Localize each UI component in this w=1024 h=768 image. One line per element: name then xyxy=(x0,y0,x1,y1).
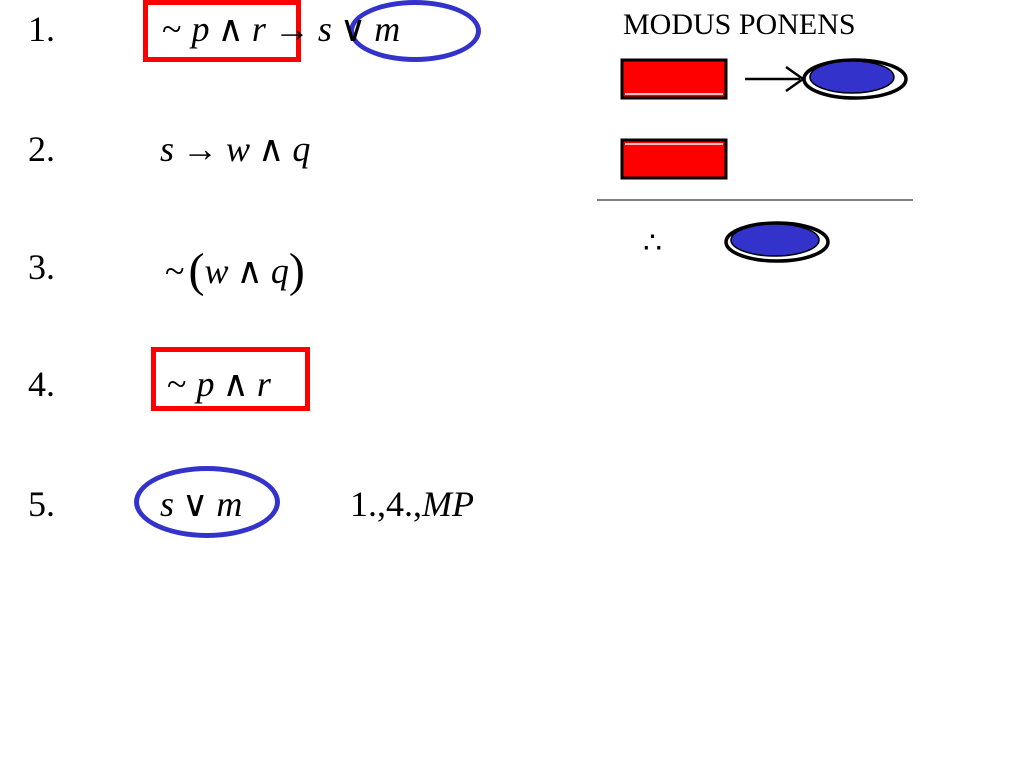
legend-title: MODUS PONENS xyxy=(623,8,856,41)
step-number-5: 5. xyxy=(28,484,55,524)
justification-step-5: 1.,4.,MP xyxy=(350,483,474,525)
implies-symbol: → xyxy=(273,9,310,49)
formula-step-5: s∨m xyxy=(160,483,242,525)
and-symbol: ∧ xyxy=(258,129,285,169)
var-w: w xyxy=(226,129,251,169)
consequent-oval-step-1 xyxy=(349,0,481,62)
var-m: m xyxy=(216,484,243,524)
right-paren: ) xyxy=(288,244,305,297)
step-number-2: 2. xyxy=(28,129,55,169)
var-m: m xyxy=(374,9,401,49)
formula-step-1: ~p∧r→s∨m xyxy=(162,8,400,50)
var-p: p xyxy=(191,9,210,49)
legend-antecedent-box xyxy=(620,58,728,100)
var-r: r xyxy=(251,9,266,49)
antecedent-box-step-4 xyxy=(151,347,310,411)
legend-consequent-oval xyxy=(809,60,895,94)
negation-symbol: ~ xyxy=(162,9,182,49)
var-w: w xyxy=(204,251,229,291)
var-r: r xyxy=(256,364,271,404)
and-symbol: ∧ xyxy=(236,251,263,291)
or-symbol: ∨ xyxy=(339,9,367,49)
var-s: s xyxy=(160,484,175,524)
legend-premise-box xyxy=(620,138,728,180)
step-number-4: 4. xyxy=(28,364,55,404)
step-number-3: 3. xyxy=(28,247,55,287)
var-s: s xyxy=(317,9,332,49)
and-symbol: ∧ xyxy=(217,9,244,49)
implies-symbol: → xyxy=(182,129,219,169)
var-s: s xyxy=(160,129,175,169)
negation-symbol: ~ xyxy=(167,364,187,404)
var-p: p xyxy=(196,364,215,404)
and-symbol: ∧ xyxy=(222,364,249,404)
line-references: 1.,4., xyxy=(350,484,422,524)
rule-name: MP xyxy=(422,484,474,524)
var-q: q xyxy=(270,251,289,291)
consequent-oval-step-5 xyxy=(134,466,280,538)
antecedent-box-step-1 xyxy=(143,0,301,62)
therefore-symbol: ∴ xyxy=(643,227,663,260)
negation-symbol: ~ xyxy=(165,251,185,291)
var-q: q xyxy=(292,129,311,169)
or-symbol: ∨ xyxy=(182,484,209,524)
formula-step-4: ~p∧r xyxy=(167,363,271,405)
left-paren: ( xyxy=(188,244,205,297)
formula-step-3: ~(w∧q) xyxy=(165,240,305,297)
legend-conclusion-oval xyxy=(730,223,820,257)
formula-step-2: s→w∧q xyxy=(160,128,310,170)
step-number-1: 1. xyxy=(28,9,55,49)
